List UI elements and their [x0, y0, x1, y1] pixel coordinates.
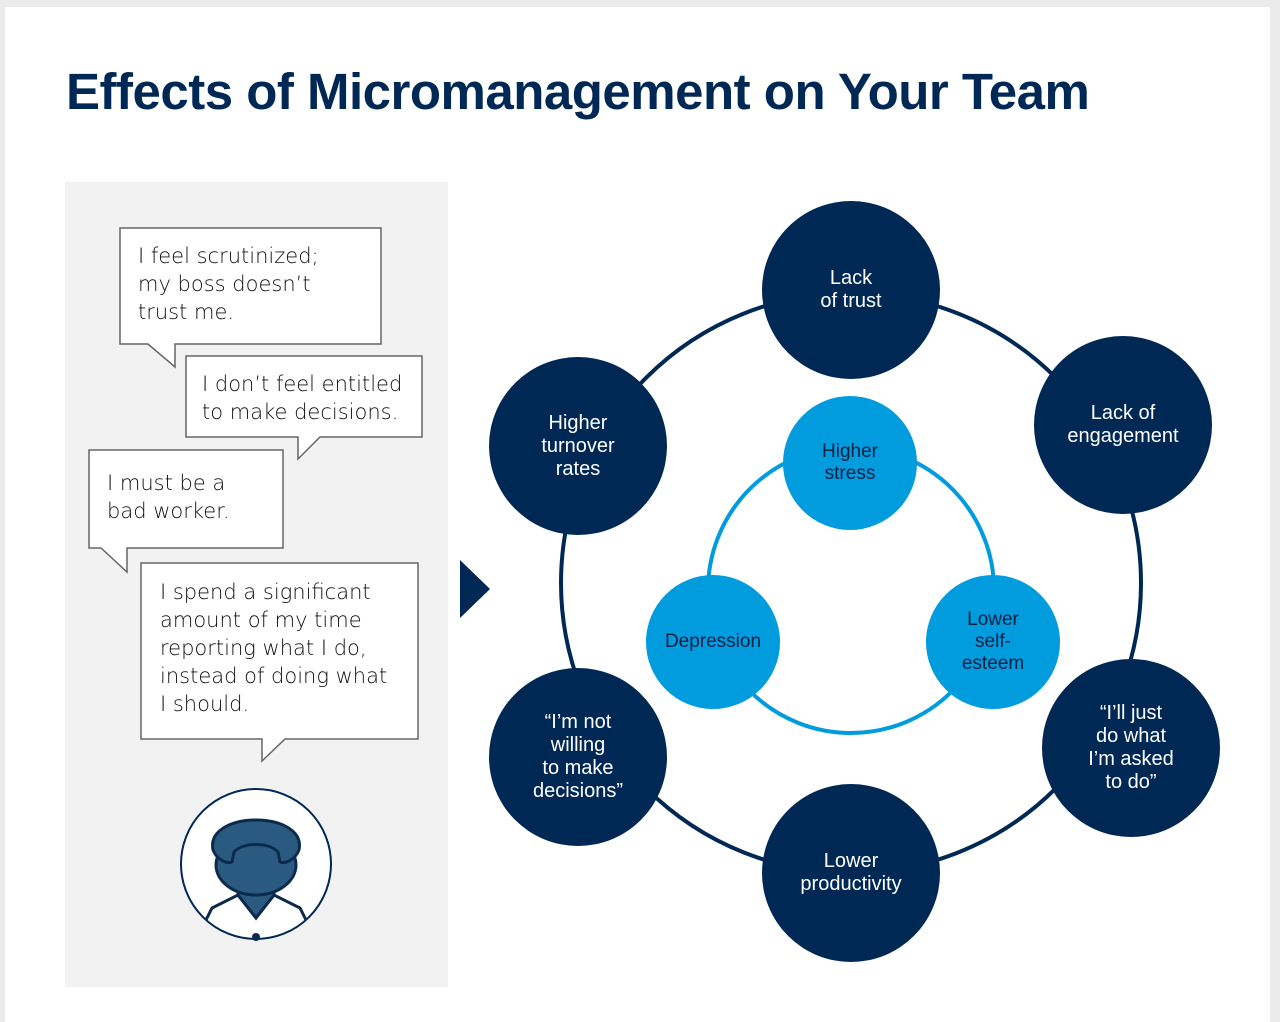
speech-bubble-3	[88, 449, 284, 574]
effect-higher-stress: Higher stress	[783, 396, 917, 530]
quote-1: I feel scrutinized; my boss doesn’t trus…	[138, 244, 319, 324]
effect-lack-of-trust: Lack of trust	[762, 201, 940, 379]
person-avatar-icon	[180, 788, 332, 941]
effect-lower-productivity: Lower productivity	[762, 784, 940, 962]
effect-higher-turnover: Higher turnover rates	[489, 357, 667, 535]
effect-lack-of-engagement: Lack of engagement	[1034, 336, 1212, 514]
arrow-right-icon	[460, 560, 490, 618]
effect-lower-self-esteem: Lower self- esteem	[926, 575, 1060, 709]
effect-not-willing-decisions: “I’m not willing to make decisions”	[489, 668, 667, 846]
page-title: Effects of Micromanagement on Your Team	[66, 63, 1090, 120]
quote-4: I spend a significant amount of my time …	[160, 580, 388, 716]
speech-bubble-1	[119, 227, 382, 369]
effect-just-do-asked: “I’ll just do what I’m asked to do”	[1042, 659, 1220, 837]
speech-bubble-4	[140, 562, 419, 763]
quote-2: I don’t feel entitled to make decisions.	[202, 372, 403, 424]
effect-depression: Depression	[646, 575, 780, 709]
quote-3: I must be a bad worker.	[107, 471, 230, 523]
speech-bubble-2	[185, 355, 423, 461]
